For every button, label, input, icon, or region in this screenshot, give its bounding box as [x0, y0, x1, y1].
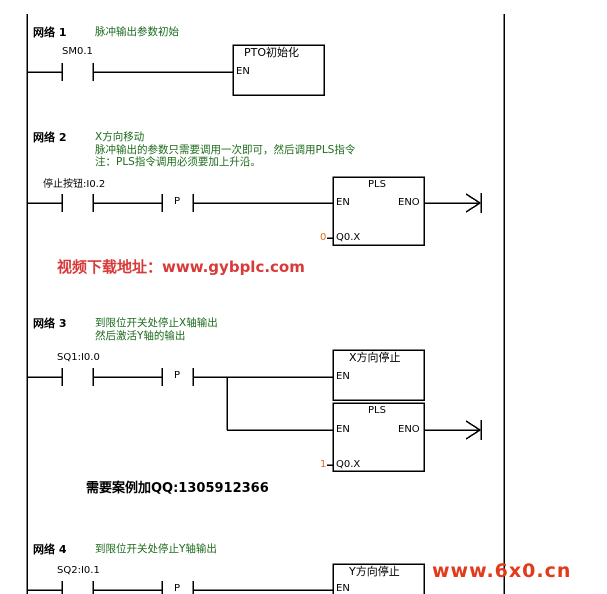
pto-init-title: PTO初始化: [244, 46, 300, 59]
download-watermark: 视频下载地址：www.gybplc.com: [57, 258, 305, 276]
pls-en-pin-n2: EN: [336, 197, 350, 208]
pls-q-value-n2: 0: [320, 232, 327, 243]
pls-title-n2: PLS: [368, 179, 386, 190]
positive-edge-p: P: [174, 196, 181, 207]
site-logo: www.6x0.cn: [432, 560, 572, 582]
qq-contact-note: 需要案例加QQ:1305912366: [86, 481, 269, 496]
network-2-label: 网络 2: [33, 131, 67, 144]
contact-sq2-label: SQ2:I0.1: [57, 565, 100, 576]
y-stop-title: Y方向停止: [349, 565, 400, 578]
network-2-comment-2: 脉冲输出的参数只需要调用一次即可，然后调用PLS指令: [95, 144, 356, 156]
pls-title-n3: PLS: [368, 405, 386, 416]
network-4-label: 网络 4: [33, 543, 67, 556]
pls-q-pin-n3: Q0.X: [336, 459, 361, 470]
network-3-comment-2: 然后激活Y轴的输出: [95, 330, 186, 342]
network-1-comment: 脉冲输出参数初始: [95, 26, 179, 38]
y-stop-en-pin: EN: [336, 583, 350, 594]
y-stop-box: [332, 563, 425, 594]
network-4-comment: 到限位开关处停止Y轴输出: [95, 543, 217, 555]
x-stop-box: [332, 349, 425, 401]
network-2-comment-3: 注：PLS指令调用必须要加上升沿。: [95, 156, 261, 168]
contact-sq1-label: SQ1:I0.0: [57, 352, 100, 363]
pto-init-en-pin: EN: [236, 66, 250, 77]
network-1-label: 网络 1: [33, 26, 67, 39]
pls-eno-pin-n3: ENO: [398, 424, 420, 435]
contact-stop-button-label: 停止按钮:I0.2: [43, 179, 106, 190]
pls-box-n3: [332, 402, 425, 472]
pls-q-value-n3: 1: [320, 459, 327, 470]
pls-en-pin-n3: EN: [336, 424, 350, 435]
network-3-comment-1: 到限位开关处停止X轴输出: [95, 317, 218, 329]
x-stop-title: X方向停止: [349, 351, 401, 364]
pto-init-box: [232, 44, 325, 96]
x-stop-en-pin: EN: [336, 371, 350, 382]
positive-edge-p-n4: P: [174, 583, 181, 594]
positive-edge-p-n3: P: [174, 370, 181, 381]
pls-eno-pin-n2: ENO: [398, 197, 420, 208]
pls-q-pin-n2: Q0.X: [336, 232, 361, 243]
contact-sm01-label: SM0.1: [62, 46, 93, 57]
network-3-label: 网络 3: [33, 317, 67, 330]
network-2-comment-1: X方向移动: [95, 131, 145, 143]
pls-box-n2: [332, 176, 425, 246]
